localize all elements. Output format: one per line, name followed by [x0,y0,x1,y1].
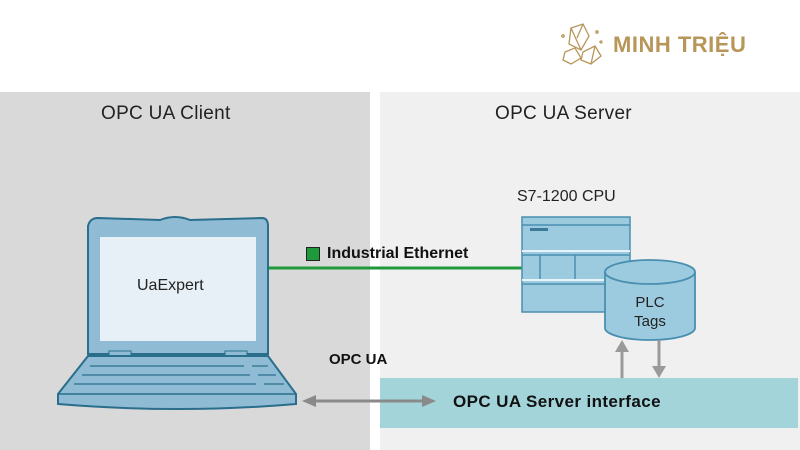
server-panel-title: OPC UA Server [495,103,632,124]
plc-tags-line2: Tags [634,313,666,330]
plc-tags-line1: PLC [635,294,665,311]
laptop-icon [57,216,297,410]
crystal-gem-icon [561,23,603,65]
industrial-ethernet-text: Industrial Ethernet [327,245,469,262]
client-panel-title: OPC UA Client [101,103,231,124]
industrial-ethernet-label: Industrial Ethernet [306,245,468,263]
server-interface-label: OPC UA Server interface [453,392,661,411]
opcua-label: OPC UA [329,351,388,368]
database-cylinder-icon [604,259,696,341]
plc-module-icon [521,216,631,313]
uaexpert-label: UaExpert [137,277,204,294]
logo-text: MINH TRIỆU [613,32,747,57]
server-interface-bar [380,378,798,428]
plc-interface-arrows [615,340,666,378]
ethernet-legend-square-icon [306,247,320,261]
plc-tags-label: PLC Tags [612,293,688,331]
cpu-label: S7-1200 CPU [517,188,616,205]
logo: MINH TRIỆU [557,22,746,68]
opcua-double-arrow [302,395,436,407]
